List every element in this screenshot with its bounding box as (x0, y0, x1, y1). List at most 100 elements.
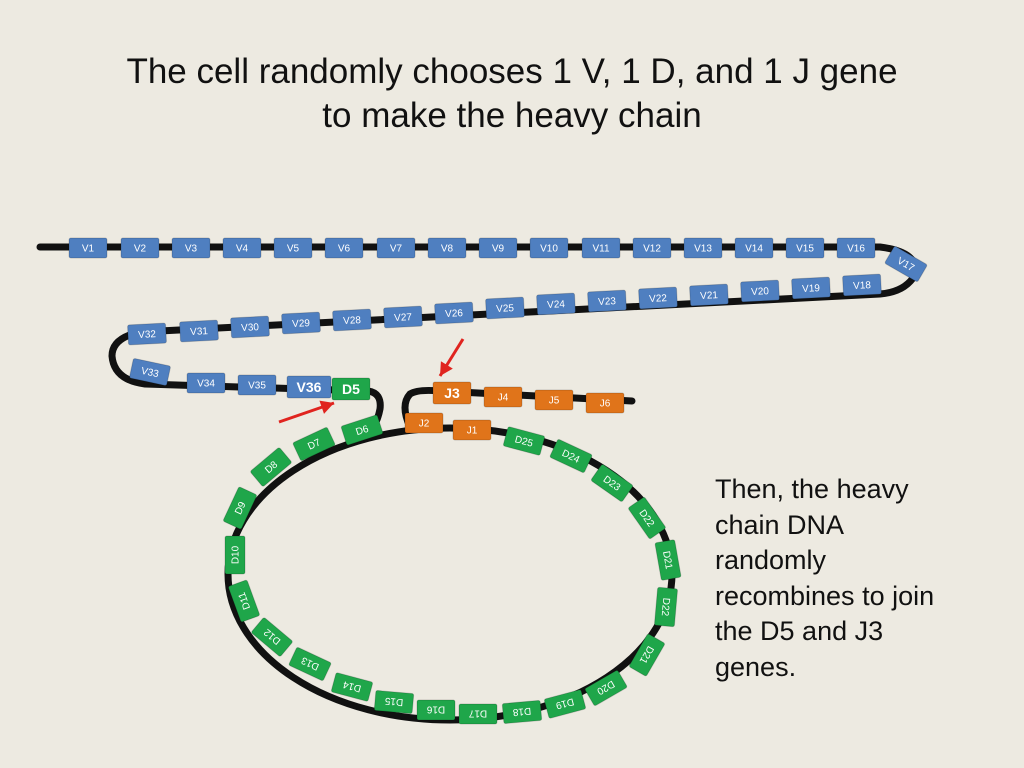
gene-segment-j6: J6 (585, 392, 625, 414)
gene-segment-d6-box (340, 414, 384, 446)
gene-segment-v9-box (478, 237, 518, 259)
gene-segment-v8: V8 (427, 237, 467, 259)
gene-segment-v1: V1 (68, 237, 108, 259)
gene-segment-v30-box (230, 315, 270, 339)
gene-segment-v12: V12 (632, 237, 672, 259)
gene-segment-v32: V32 (127, 322, 167, 346)
gene-segment-v13-box (683, 237, 723, 259)
gene-segment-d18-label: D18 (512, 705, 532, 718)
caption-line-6: genes. (715, 651, 797, 682)
gene-segment-v3-label: V3 (185, 244, 198, 255)
gene-segment-v25-label: V25 (496, 303, 515, 315)
gene-segment-v21: V21 (689, 283, 729, 307)
gene-segment-v11-label: V11 (592, 244, 609, 255)
gene-segment-v3: V3 (171, 237, 211, 259)
gene-segment-v7: V7 (376, 237, 416, 259)
gene-segment-v17-box (884, 246, 928, 282)
gene-segment-v17: V17 (884, 246, 928, 282)
gene-segment-v14: V14 (734, 237, 774, 259)
gene-segment-d7-label: D7 (306, 437, 323, 453)
gene-segment-d15: D15 (373, 690, 415, 714)
title-line-1: The cell randomly chooses 1 V, 1 D, and … (126, 52, 898, 91)
gene-segment-d14: D14 (331, 672, 373, 702)
gene-segment-v28: V28 (332, 308, 372, 332)
gene-segment-v4: V4 (222, 237, 262, 259)
gene-segment-j1: J1 (452, 419, 492, 441)
gene-segment-v29-label: V29 (292, 318, 311, 330)
gene-segment-v4-box (222, 237, 262, 259)
caption-line-1: Then, the heavy (715, 474, 909, 504)
gene-segment-d8-box (250, 447, 292, 487)
gene-segment-d5-box (331, 377, 371, 401)
gene-segment-d5-label: D5 (342, 381, 360, 397)
title-line-2: to make the heavy chain (322, 96, 702, 135)
gene-segment-v32-label: V32 (138, 329, 157, 341)
gene-segment-v33-label: V33 (140, 366, 160, 381)
gene-segment-d16-label: D16 (426, 704, 445, 715)
gene-segment-v5: V5 (273, 237, 313, 259)
gene-segment-v3-box (171, 237, 211, 259)
gene-segment-v16-label: V16 (847, 244, 865, 255)
gene-segment-d10-label: D10 (231, 545, 242, 564)
gene-segment-v26: V26 (434, 301, 474, 325)
gene-segment-v16-box (836, 237, 876, 259)
gene-segment-v29-box (281, 311, 321, 335)
gene-segment-d15-label: D15 (384, 695, 404, 708)
gene-segment-v27: V27 (383, 305, 423, 329)
gene-segment-v24: V24 (536, 292, 576, 316)
gene-segment-v6-label: V6 (338, 244, 351, 255)
gene-segment-v15-box (785, 237, 825, 259)
gene-segment-d21: D21 (654, 539, 682, 581)
gene-segment-v1-label: V1 (82, 244, 95, 255)
gene-segment-v9: V9 (478, 237, 518, 259)
gene-segment-v14-label: V14 (745, 244, 763, 255)
gene-segment-d9-box (223, 486, 257, 530)
gene-segment-v30: V30 (230, 315, 270, 339)
gene-segment-d14-label: D14 (342, 678, 363, 693)
gene-segment-d19: D19 (544, 689, 586, 719)
gene-segment-d16-box (416, 699, 456, 721)
gene-segment-d9: D9 (223, 486, 257, 530)
gene-segment-j2-label: J2 (419, 419, 430, 430)
gene-segment-j1-box (452, 419, 492, 441)
gene-segment-d22: D22 (628, 496, 666, 540)
gene-segment-v35-box (237, 374, 277, 396)
gene-segment-v36-label: V36 (297, 379, 322, 395)
gene-segment-v32-box (127, 322, 167, 346)
gene-segment-v19: V19 (791, 276, 831, 300)
gene-segment-v8-box (427, 237, 467, 259)
gene-segment-d14-box (331, 672, 373, 702)
gene-segment-d18: D18 (501, 700, 543, 724)
gene-segment-d25-label: D25 (513, 434, 534, 449)
gene-segment-j6-label: J6 (600, 399, 611, 410)
gene-segment-d21-box (654, 539, 682, 581)
gene-segment-v8-label: V8 (441, 244, 454, 255)
gene-segment-v36-box (286, 375, 332, 399)
gene-segment-v27-box (383, 305, 423, 329)
gene-segment-v23: V23 (587, 289, 627, 313)
gene-segment-v18: V18 (842, 273, 882, 297)
gene-segment-j3-box (432, 381, 472, 405)
gene-segment-d25-box (503, 426, 545, 456)
pointer-arrows (278, 338, 465, 424)
gene-segment-d13-box (288, 647, 332, 681)
gene-segment-v25-box (485, 296, 525, 320)
gene-segment-d9-label: D9 (233, 500, 249, 517)
caption-line-3: randomly (715, 545, 827, 575)
gene-segment-v21-label: V21 (700, 290, 719, 302)
gene-segment-d19-label: D19 (554, 695, 575, 710)
gene-segment-d10-box (224, 535, 246, 575)
gene-segment-v18-label: V18 (853, 280, 872, 292)
gene-segment-v30-label: V30 (241, 322, 260, 334)
gene-segment-v35: V35 (237, 374, 277, 396)
gene-segment-v22-label: V22 (649, 293, 668, 305)
gene-segment-v25: V25 (485, 296, 525, 320)
gene-segment-v5-label: V5 (287, 244, 300, 255)
slide-title: The cell randomly chooses 1 V, 1 D, and … (0, 50, 1024, 138)
gene-segment-d8: D8 (250, 447, 292, 487)
gene-segment-d24: D24 (549, 439, 593, 473)
caption-text: Then, the heavy chain DNA randomly recom… (715, 472, 1005, 685)
gene-segment-v2: V2 (120, 237, 160, 259)
